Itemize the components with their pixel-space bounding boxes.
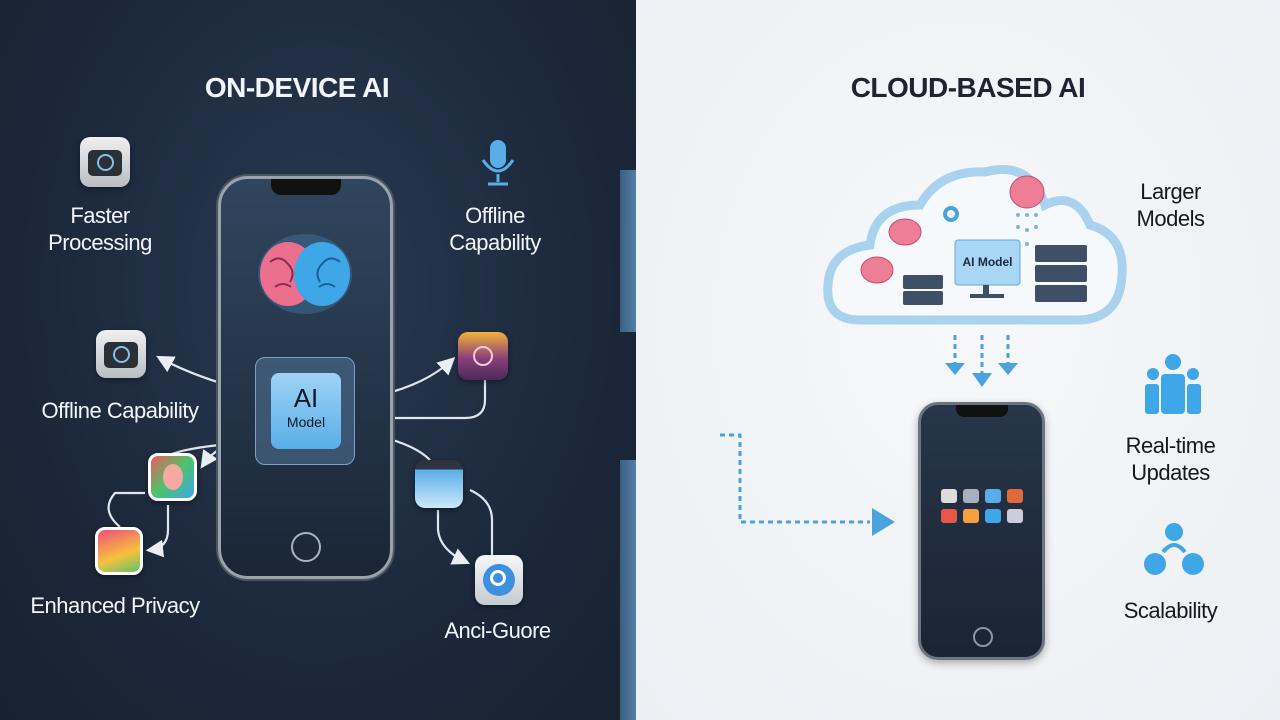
monitor-icon: [954, 239, 1021, 298]
podcast-app-icon: [458, 332, 508, 380]
chip-label-ai: AI: [293, 383, 319, 413]
scalability-icon: [1144, 523, 1204, 575]
search-app-icon: [475, 555, 523, 605]
people-icon: [1145, 354, 1201, 414]
home-button[interactable]: [973, 627, 993, 647]
label-enhanced-privacy: Enhanced Privacy: [30, 593, 200, 618]
contacts-app-icon: [148, 453, 197, 501]
divider-accent: [620, 170, 636, 332]
smartphone: [218, 176, 393, 579]
data-flow-arrows: [720, 335, 1018, 536]
app-grid: [941, 489, 1025, 523]
microphone-icon: [481, 140, 515, 186]
label-faster-processing: Faster Processing: [48, 203, 152, 255]
server-icon: [903, 245, 1087, 305]
camera-icon: [96, 330, 146, 378]
label-anci-guore: Anci-Guore: [444, 618, 551, 643]
app-icon: [415, 460, 463, 508]
app-icon[interactable]: [985, 489, 1001, 503]
app-icon[interactable]: [1007, 489, 1023, 503]
phone-notch: [271, 179, 341, 195]
smartphone: [918, 402, 1045, 660]
app-icon[interactable]: [985, 509, 1001, 523]
home-button[interactable]: [291, 532, 321, 562]
chip-label-model: Model: [286, 414, 326, 430]
label-larger-models: Larger Models: [1136, 179, 1205, 231]
gear-icon: [943, 206, 959, 222]
app-icon[interactable]: [963, 489, 979, 503]
label-offline-capability-top: Offline Capability: [449, 203, 541, 255]
divider-accent: [620, 460, 636, 720]
gallery-app-icon: [95, 527, 143, 575]
cloud-contents: [860, 175, 1087, 305]
brain-icon: [860, 175, 1045, 284]
camera-icon: [80, 137, 130, 187]
brain-icon: [258, 234, 352, 314]
on-device-title: ON-DEVICE AI: [204, 72, 390, 103]
app-icon[interactable]: [963, 509, 979, 523]
label-real-time-updates: Real-time Updates: [1125, 433, 1216, 485]
phone-notch: [956, 405, 1008, 417]
app-icon[interactable]: [1007, 509, 1023, 523]
ai-chip: AI Model: [255, 357, 355, 465]
app-icon[interactable]: [941, 509, 957, 523]
cloud-ai-model-label: AI Model: [962, 255, 1013, 269]
app-icon[interactable]: [941, 489, 957, 503]
label-offline-capability: Offline Capability: [41, 398, 199, 423]
label-scalability: Scalability: [1123, 598, 1218, 623]
cloud-title: CLOUD-BASED AI: [850, 72, 1086, 103]
